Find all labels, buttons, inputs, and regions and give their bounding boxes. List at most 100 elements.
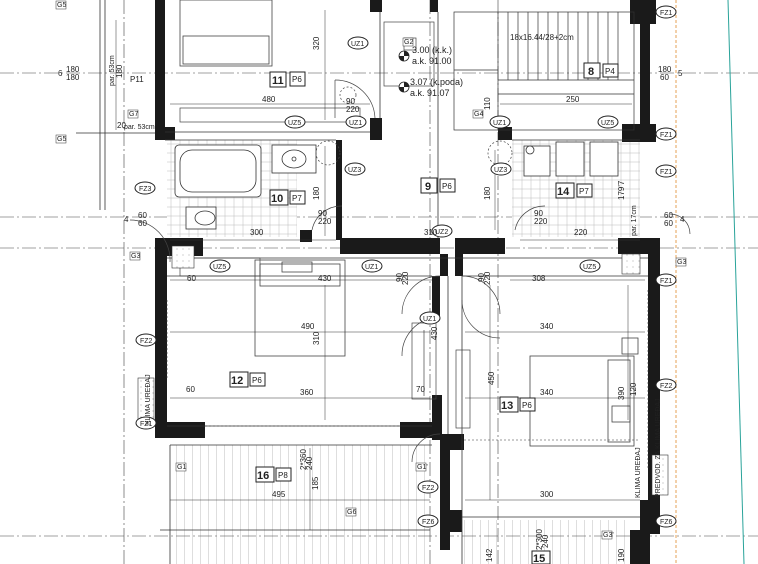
staircase: [453, 11, 635, 131]
svg-text:450: 450: [487, 371, 496, 385]
svg-text:UZ1: UZ1: [423, 316, 436, 323]
svg-text:90: 90: [534, 209, 543, 218]
columns: [137, 245, 669, 496]
svg-text:P7: P7: [579, 187, 589, 196]
stair-label: 18x16.44/28+2cm: [510, 33, 574, 42]
svg-text:FZ1: FZ1: [660, 278, 673, 285]
svg-text:180: 180: [66, 65, 80, 74]
svg-text:360: 360: [300, 388, 314, 397]
svg-text:G3: G3: [677, 259, 686, 266]
svg-text:10: 10: [271, 193, 283, 205]
svg-text:180: 180: [312, 186, 321, 200]
svg-text:14: 14: [557, 186, 570, 198]
svg-text:15: 15: [533, 553, 545, 564]
svg-text:220: 220: [401, 271, 410, 285]
small-tags: G5 G5 G7 G2 G4 G3 G3 G1 G1' G6 G3': [55, 0, 686, 540]
svg-text:90: 90: [395, 273, 404, 282]
svg-text:16: 16: [257, 470, 269, 482]
svg-text:340: 340: [540, 388, 554, 397]
svg-text:9: 9: [425, 181, 431, 193]
svg-text:UZ3: UZ3: [494, 167, 507, 174]
svg-text:G4: G4: [474, 111, 483, 118]
svg-text:FZ1: FZ1: [660, 132, 673, 139]
svg-text:P4: P4: [605, 67, 615, 76]
svg-text:300: 300: [250, 228, 264, 237]
svg-text:2*300: 2*300: [535, 529, 544, 550]
svg-text:480: 480: [262, 95, 276, 104]
svg-text:FZ2: FZ2: [660, 383, 673, 390]
room-tag-12: 12 P6: [229, 371, 266, 388]
svg-text:20: 20: [117, 121, 126, 130]
room-tag-8: 8 P4: [583, 62, 619, 79]
room-label-p11: P11: [130, 75, 144, 84]
svg-text:240: 240: [305, 456, 314, 470]
svg-text:FZ1: FZ1: [140, 421, 153, 428]
svg-text:UZ5: UZ5: [213, 264, 226, 271]
note-klima: KLIMA UREĐAJ: [145, 374, 152, 425]
svg-text:180: 180: [66, 73, 80, 82]
svg-text:FZ6: FZ6: [422, 519, 435, 526]
dimension-lines: [115, 10, 645, 530]
svg-text:60: 60: [187, 274, 196, 283]
svg-text:FZ1: FZ1: [660, 10, 673, 17]
svg-text:70: 70: [416, 385, 425, 394]
svg-text:308: 308: [532, 274, 546, 283]
svg-text:220: 220: [483, 271, 492, 285]
svg-text:UZ1: UZ1: [349, 120, 362, 127]
note-rebar: PREDVOD. ZA KLIMA UREĐAJ: [655, 398, 662, 498]
svg-text:220: 220: [318, 217, 332, 226]
svg-text:FZ1: FZ1: [660, 169, 673, 176]
svg-text:180: 180: [658, 65, 672, 74]
left-boundary: [76, 0, 160, 210]
svg-text:180: 180: [115, 64, 124, 78]
room-tag-9: 9 P6: [420, 177, 456, 194]
svg-text:G3': G3': [603, 532, 614, 539]
svg-text:2*360: 2*360: [299, 449, 308, 470]
svg-text:FZ3: FZ3: [139, 186, 152, 193]
level-marker-icons: [398, 50, 410, 93]
svg-text:220: 220: [534, 217, 548, 226]
svg-text:300: 300: [540, 490, 554, 499]
svg-text:220: 220: [574, 228, 588, 237]
svg-text:6: 6: [58, 69, 63, 78]
svg-text:310: 310: [312, 331, 321, 345]
misc-furniture: [179, 21, 471, 429]
vertical-dimension-texts: 320 180 110 180 180 430 310 390 450 185 …: [115, 36, 638, 562]
internal-lines: [160, 12, 648, 564]
svg-text:P7: P7: [292, 194, 302, 203]
svg-text:FZ6: FZ6: [660, 519, 673, 526]
svg-text:13: 13: [501, 400, 513, 412]
svg-text:250: 250: [566, 95, 580, 104]
svg-text:G2: G2: [404, 39, 413, 46]
svg-text:90: 90: [477, 273, 486, 282]
svg-text:UZ1: UZ1: [493, 120, 506, 127]
note-par-17: par. 17cm: [631, 205, 638, 236]
svg-text:430: 430: [430, 326, 439, 340]
bed-room-12: [254, 259, 346, 357]
room-tag-15: 15: [531, 550, 551, 564]
svg-text:179'7: 179'7: [617, 180, 626, 200]
svg-text:4: 4: [680, 215, 685, 224]
svg-text:185: 185: [311, 476, 320, 490]
svg-text:UZ1: UZ1: [365, 264, 378, 271]
svg-text:UZ3: UZ3: [348, 167, 361, 174]
bed-room-13: [529, 337, 639, 447]
svg-text:P6: P6: [522, 401, 532, 410]
svg-text:G1': G1': [417, 464, 428, 471]
svg-text:12: 12: [231, 375, 243, 387]
svg-text:142: 142: [485, 548, 494, 562]
room-tag-14: 14 P7: [555, 182, 593, 199]
svg-text:UZ5: UZ5: [583, 264, 596, 271]
level-1-line1: 3.00 (k.k.): [412, 45, 452, 55]
svg-text:P6: P6: [442, 182, 452, 191]
bathroom-fixtures: [174, 141, 619, 230]
room-tag-11: 11 P6: [269, 71, 306, 88]
svg-text:UZ2: UZ2: [435, 229, 448, 236]
svg-text:P8: P8: [278, 471, 288, 480]
svg-text:P6: P6: [292, 75, 302, 84]
room-tag-10: 10 P7: [269, 189, 306, 206]
svg-text:G3: G3: [131, 253, 140, 260]
svg-text:5: 5: [678, 69, 683, 78]
svg-text:120: 120: [629, 382, 638, 396]
